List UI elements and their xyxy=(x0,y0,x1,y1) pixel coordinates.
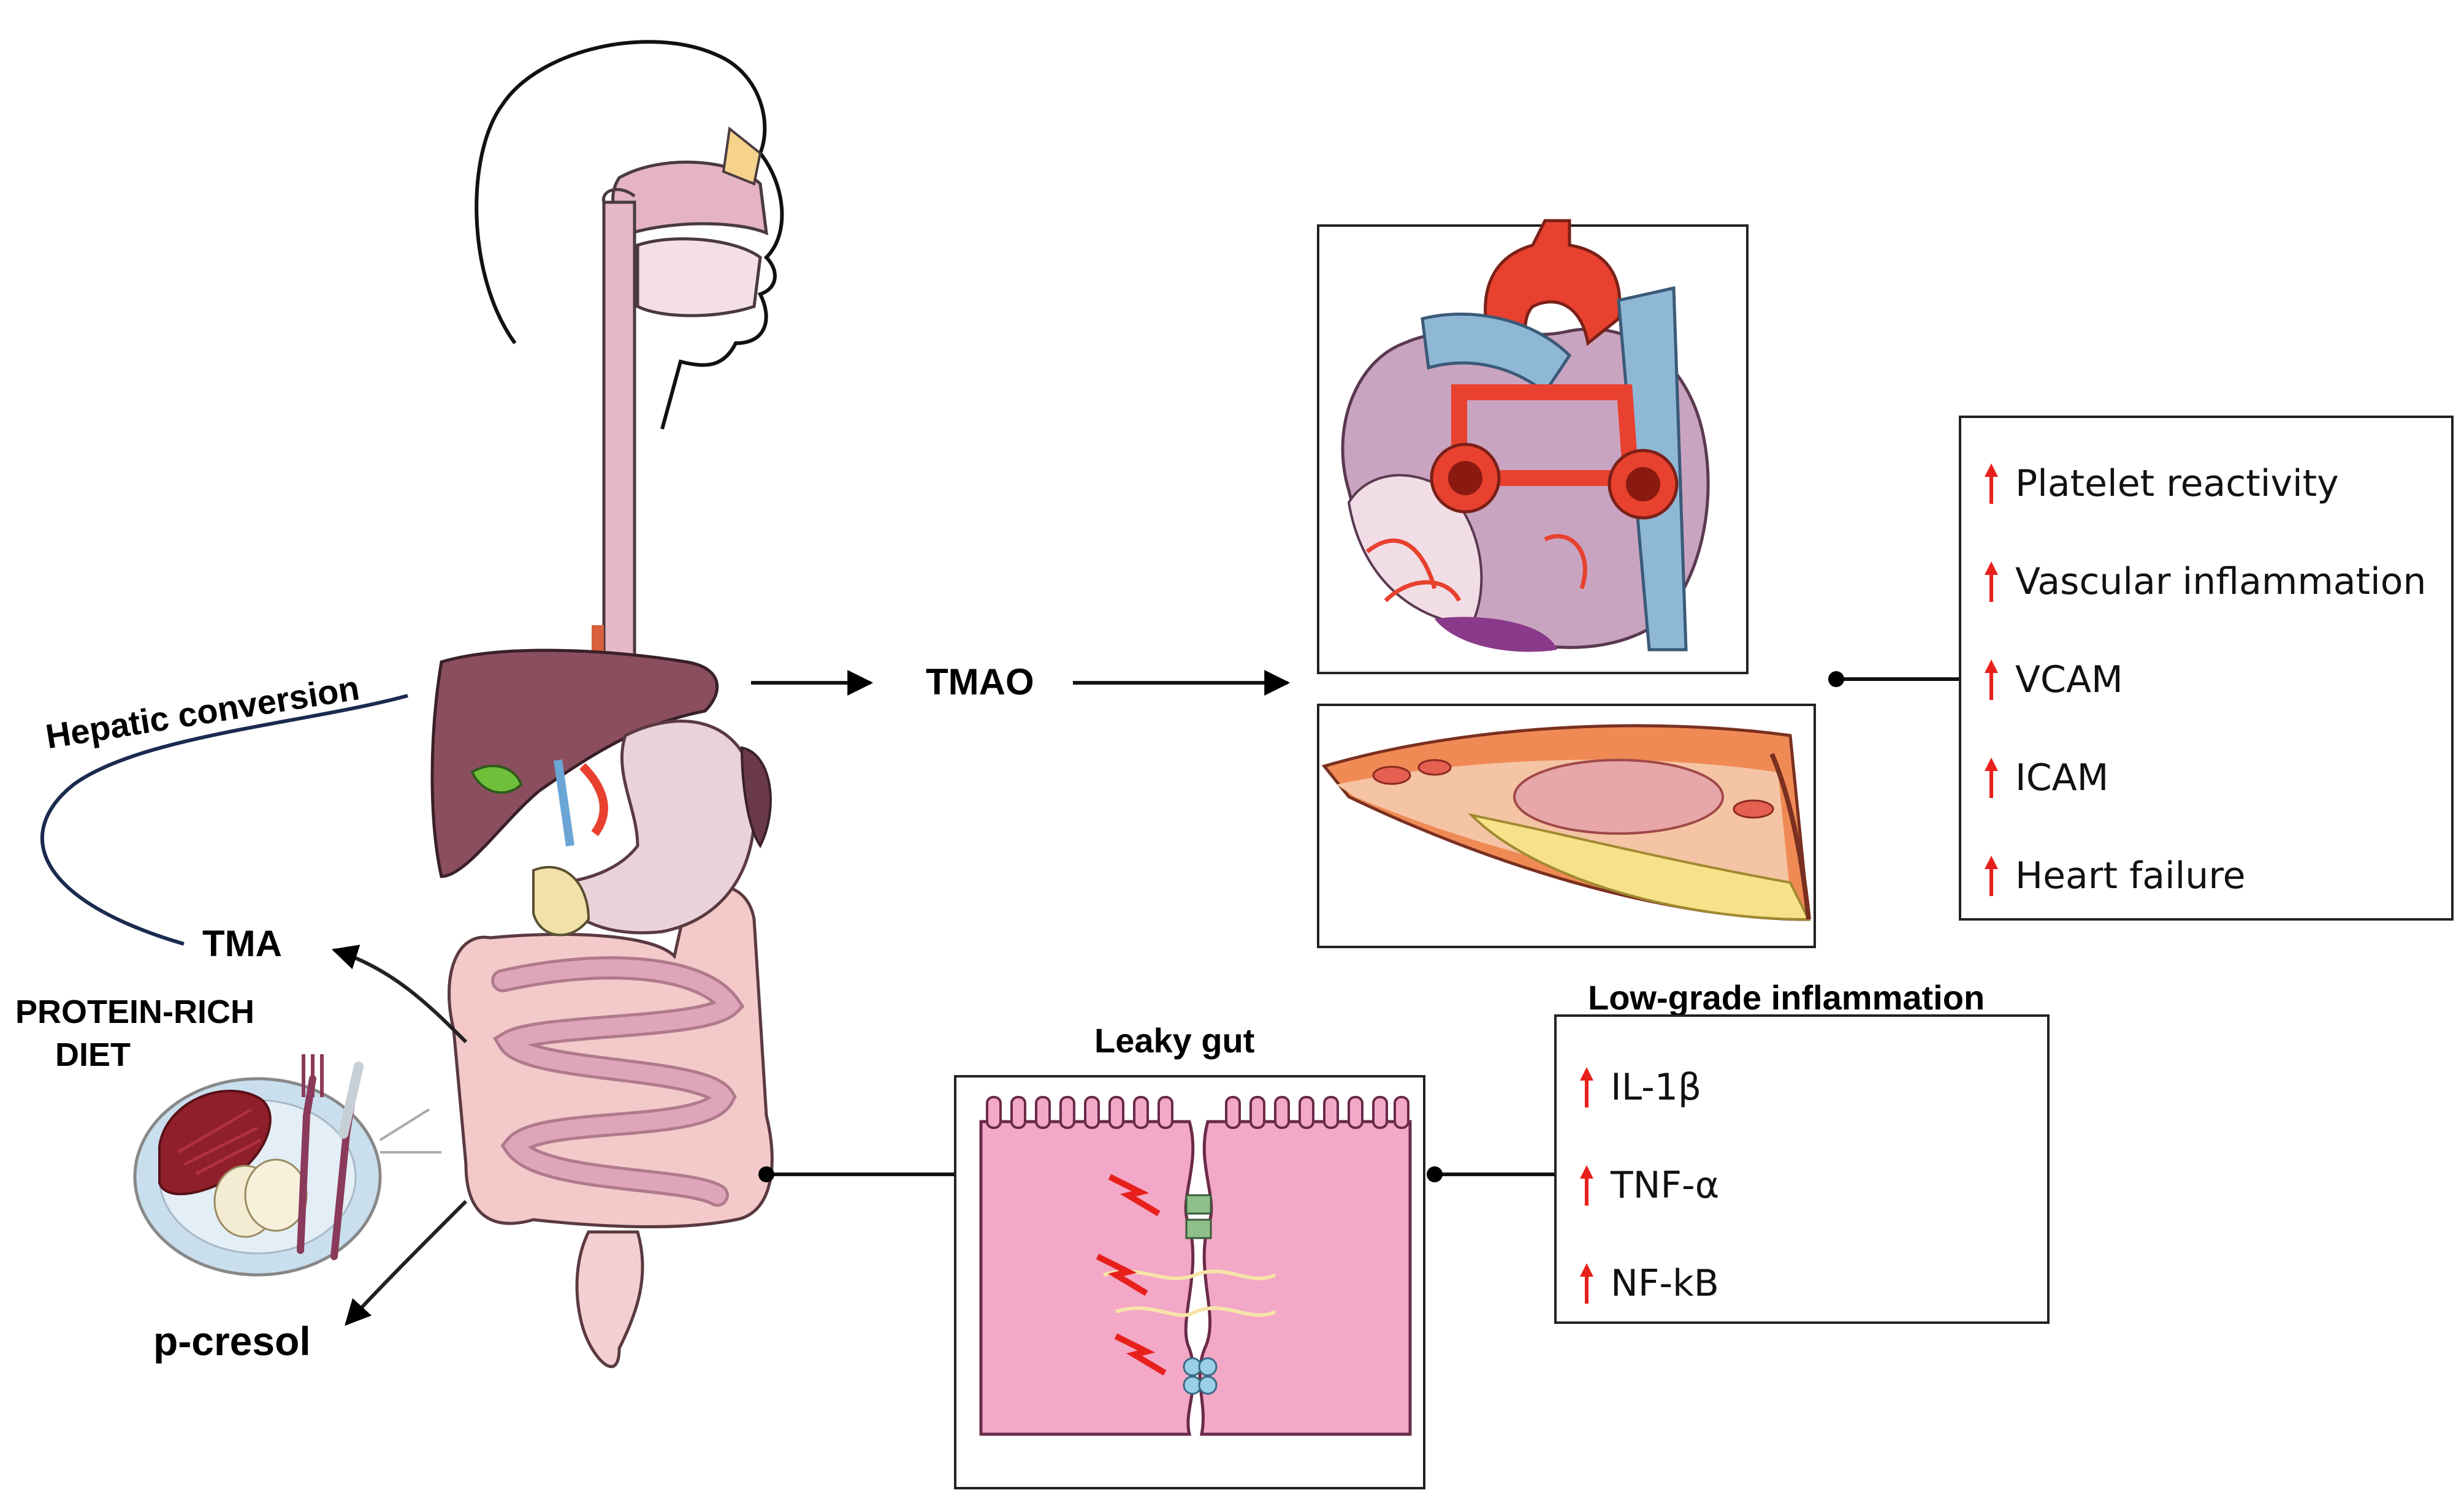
red-up-arrow-icon xyxy=(1983,756,1999,799)
tma-label: TMA xyxy=(202,923,282,964)
protein-plate-icon xyxy=(133,1054,382,1277)
inflammation-markers-box: IL-1β TNF-α NF-kB xyxy=(1554,1014,2050,1324)
tmao-label: TMAO xyxy=(926,661,1034,702)
red-up-arrow-icon xyxy=(1983,462,1999,505)
red-up-arrow-icon xyxy=(1983,658,1999,701)
red-up-arrow-icon xyxy=(1579,1164,1595,1207)
red-up-arrow-icon xyxy=(1579,1066,1595,1109)
effect-item: Heart failure xyxy=(1983,854,2246,897)
marker-item: IL-1β xyxy=(1579,1066,1701,1109)
red-up-arrow-icon xyxy=(1983,854,1999,897)
heart-icon xyxy=(1341,219,1710,652)
diet-label-line2: DIET xyxy=(55,1036,131,1073)
marker-item: TNF-α xyxy=(1579,1164,1719,1207)
leaky-gut-label: Leaky gut xyxy=(1094,1021,1255,1060)
effect-item: VCAM xyxy=(1983,658,2123,701)
digestive-system-icon xyxy=(430,40,784,1369)
effect-item: ICAM xyxy=(1983,756,2108,799)
effect-item: Vascular inflammation xyxy=(1983,560,2426,603)
diet-label-line1: PROTEIN-RICH xyxy=(15,994,254,1030)
red-up-arrow-icon xyxy=(1579,1262,1595,1305)
p-cresol-label: p-cresol xyxy=(153,1318,311,1364)
intestinal-epithelium-icon xyxy=(979,1096,1412,1436)
marker-item: NF-kB xyxy=(1579,1262,1719,1305)
plaque-artery-icon xyxy=(1321,724,1811,921)
cardiovascular-effects-box: Platelet reactivity Vascular inflammatio… xyxy=(1959,416,2454,921)
low-grade-inflammation-label: Low-grade inflammation xyxy=(1588,978,1985,1017)
effect-item: Platelet reactivity xyxy=(1983,462,2339,505)
red-up-arrow-icon xyxy=(1983,560,1999,603)
